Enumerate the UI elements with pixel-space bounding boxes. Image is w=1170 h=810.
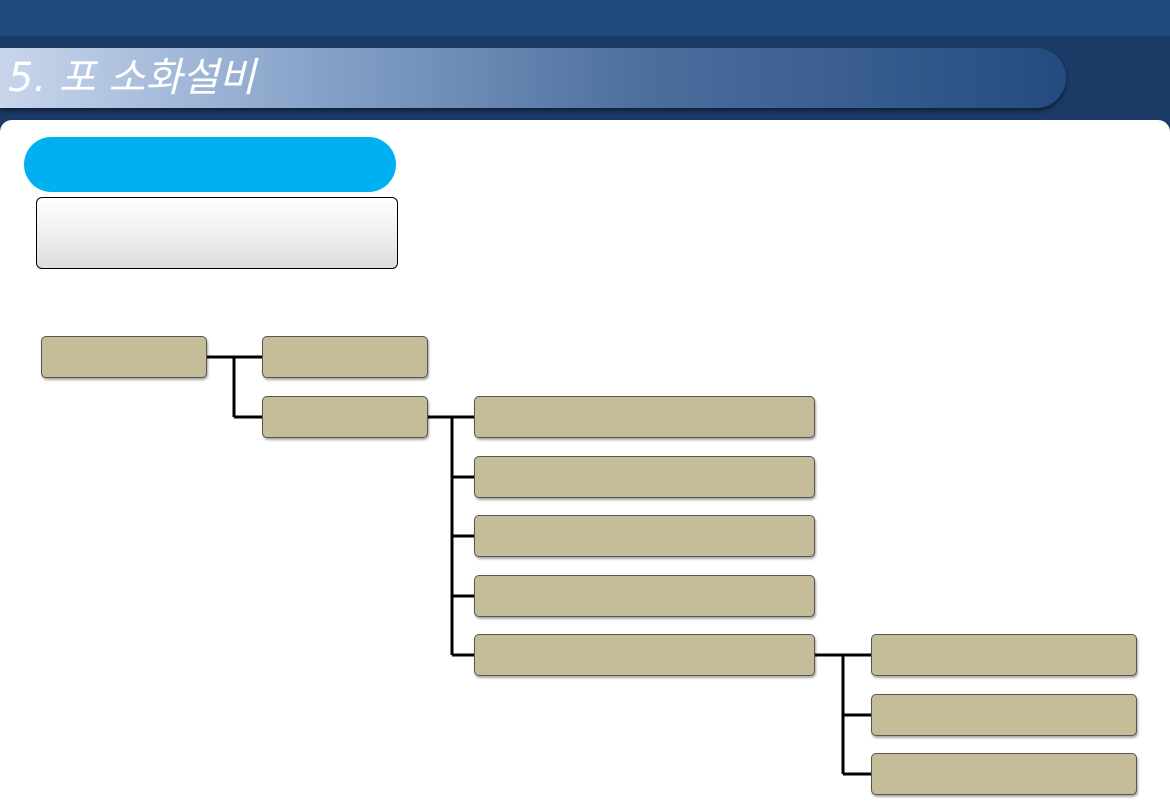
- tree-root-node: [41, 336, 207, 378]
- page-title: 5. 포 소화설비: [8, 55, 256, 101]
- title-bar: [0, 48, 1066, 108]
- tree-level2-node: [474, 396, 815, 438]
- tree-level2-node: [474, 575, 815, 617]
- tree-level2-node: [474, 515, 815, 557]
- section-pill: [24, 137, 396, 192]
- tree-level2-node: [474, 634, 815, 676]
- tree-level1-node: [262, 396, 428, 438]
- tree-level3-node: [871, 694, 1137, 736]
- tree-level2-node: [474, 456, 815, 498]
- tree-level1-node: [262, 336, 428, 378]
- subtitle-box: [36, 197, 398, 269]
- top-band: [0, 0, 1170, 36]
- tree-level3-node: [871, 753, 1137, 795]
- tree-level3-node: [871, 634, 1137, 676]
